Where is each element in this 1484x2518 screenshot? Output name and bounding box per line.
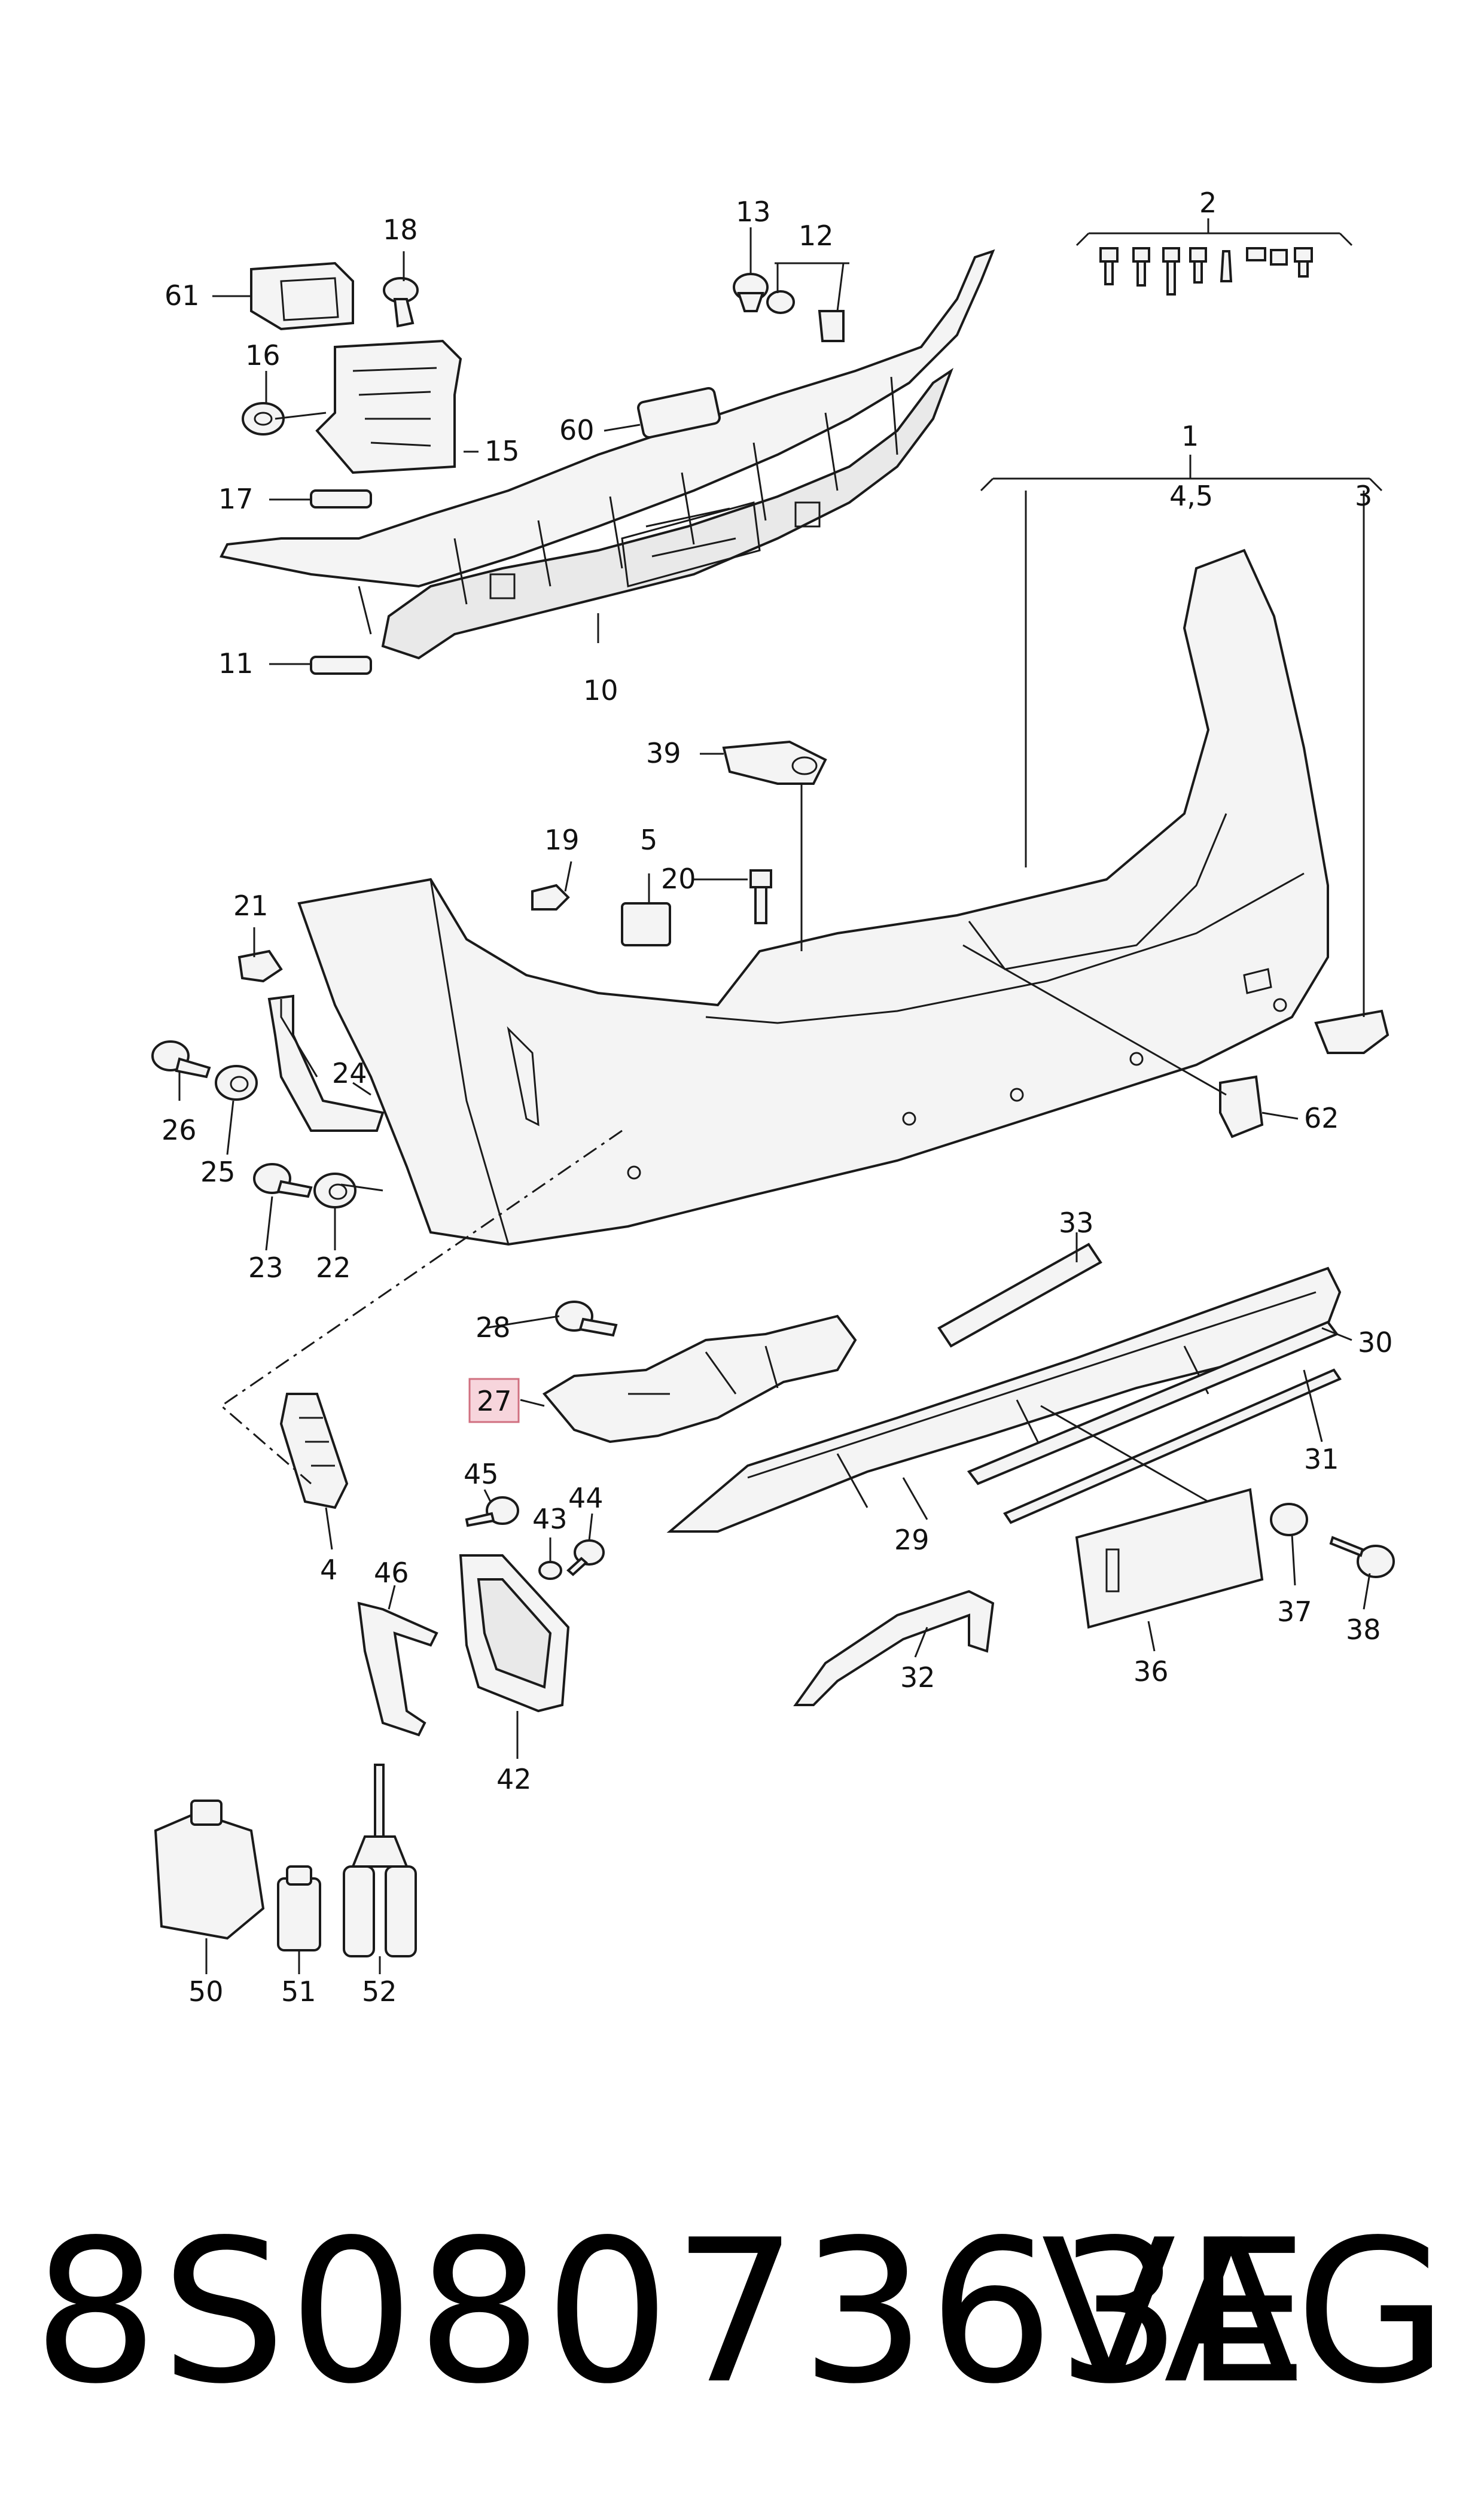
bolt-20[interactable] xyxy=(749,869,772,924)
grille-4[interactable] xyxy=(279,1393,349,1509)
bottle-50[interactable] xyxy=(154,1800,265,1940)
license-plate-bracket-36[interactable] xyxy=(1075,1488,1264,1629)
clip-16[interactable] xyxy=(242,402,285,436)
footer: 8S0807363E VAG xyxy=(0,2190,1484,2489)
label-50: 50 xyxy=(188,1975,224,2008)
nut-13[interactable] xyxy=(733,273,769,312)
label-15: 15 xyxy=(484,435,520,467)
label-24: 24 xyxy=(332,1057,367,1089)
label-60: 60 xyxy=(559,414,595,446)
fastener-kit-2[interactable] xyxy=(1099,247,1313,296)
label-27: 27 xyxy=(477,1385,512,1417)
callout-labels: 1 4,5 3 2 13 12 18 61 16 60 15 17 11 10 … xyxy=(161,187,1393,2008)
leader-lines xyxy=(178,218,1383,1974)
label-61: 61 xyxy=(164,279,200,312)
label-45: 45 xyxy=(464,1458,499,1490)
label-19: 19 xyxy=(544,824,580,856)
reflector-frame-42[interactable] xyxy=(459,1554,570,1713)
bracket-46[interactable] xyxy=(357,1601,438,1737)
bumper-carrier-10[interactable] xyxy=(220,249,995,660)
clip-37[interactable] xyxy=(1270,1503,1308,1536)
screw-45[interactable] xyxy=(465,1496,519,1527)
part-5[interactable] xyxy=(621,902,671,946)
label-21: 21 xyxy=(233,890,269,922)
part-number: 8S0807363E xyxy=(33,2197,1312,2427)
label-17: 17 xyxy=(218,483,254,515)
label-3: 3 xyxy=(1355,480,1372,512)
label-46: 46 xyxy=(374,1557,409,1589)
highlight-box-27 xyxy=(468,1378,520,1423)
label-5: 5 xyxy=(640,824,657,856)
screw-18[interactable] xyxy=(383,277,419,328)
label-22: 22 xyxy=(316,1252,351,1284)
washer-bracket-12[interactable] xyxy=(766,290,845,342)
label-39: 39 xyxy=(646,737,681,769)
part-60[interactable] xyxy=(637,387,721,439)
label-38: 38 xyxy=(1346,1613,1381,1646)
clip-17[interactable] xyxy=(310,489,372,509)
label-2: 2 xyxy=(1199,187,1217,219)
label-28: 28 xyxy=(476,1311,511,1344)
label-62: 62 xyxy=(1304,1102,1339,1134)
label-10: 10 xyxy=(583,674,618,707)
clip-11[interactable] xyxy=(310,656,372,675)
label-31: 31 xyxy=(1304,1443,1339,1475)
bolt-26[interactable] xyxy=(151,1040,211,1079)
label-45-range: 4,5 xyxy=(1169,480,1213,512)
label-11: 11 xyxy=(218,647,254,680)
bumper-cover-1[interactable] xyxy=(297,549,1329,1246)
washer-43[interactable] xyxy=(538,1561,562,1580)
strip-33[interactable] xyxy=(937,1243,1102,1348)
label-25: 25 xyxy=(200,1156,236,1188)
parts-diagram: 1 4,5 3 2 13 12 18 61 16 60 15 17 11 10 … xyxy=(151,187,1395,2008)
trim-32[interactable] xyxy=(793,1590,995,1706)
callout-line xyxy=(220,1129,623,1485)
label-1: 1 xyxy=(1181,420,1199,452)
clip-22[interactable] xyxy=(313,1173,356,1208)
label-29: 29 xyxy=(894,1524,930,1556)
clip-21[interactable] xyxy=(237,949,283,983)
bracket-15[interactable] xyxy=(315,339,462,474)
label-16: 16 xyxy=(245,339,281,372)
bracket-24[interactable] xyxy=(267,994,385,1132)
clip-19[interactable] xyxy=(531,884,570,911)
label-42: 42 xyxy=(496,1763,532,1795)
bolt-44[interactable] xyxy=(566,1539,605,1576)
label-33: 33 xyxy=(1059,1207,1094,1239)
tow-cap-3[interactable] xyxy=(1314,1009,1389,1054)
label-43: 43 xyxy=(532,1503,568,1535)
bracket-27[interactable] xyxy=(542,1314,857,1444)
tube-51[interactable] xyxy=(277,1865,321,1951)
label-13: 13 xyxy=(736,196,771,228)
trim-31[interactable] xyxy=(1003,1368,1342,1524)
label-23: 23 xyxy=(248,1252,284,1284)
label-12: 12 xyxy=(799,220,834,252)
label-20: 20 xyxy=(661,863,696,895)
label-26: 26 xyxy=(161,1114,197,1146)
label-44: 44 xyxy=(568,1482,604,1514)
label-52: 52 xyxy=(362,1975,397,2008)
bracket-62[interactable] xyxy=(1219,1075,1264,1138)
part-39[interactable] xyxy=(722,740,827,785)
bolt-23[interactable] xyxy=(253,1163,313,1198)
cartridge-52[interactable] xyxy=(343,1764,417,1957)
label-32: 32 xyxy=(900,1661,936,1694)
label-36: 36 xyxy=(1133,1655,1169,1688)
clip-25[interactable] xyxy=(215,1065,258,1101)
bolt-28[interactable] xyxy=(555,1301,618,1337)
brand-name: VAG xyxy=(1041,2197,1448,2427)
label-4: 4 xyxy=(320,1554,337,1586)
label-18: 18 xyxy=(383,214,418,246)
label-37: 37 xyxy=(1277,1596,1312,1628)
screw-38[interactable] xyxy=(1329,1536,1395,1578)
label-51: 51 xyxy=(281,1975,316,2008)
sensor-holder-61[interactable] xyxy=(250,261,354,331)
label-30: 30 xyxy=(1358,1326,1393,1359)
